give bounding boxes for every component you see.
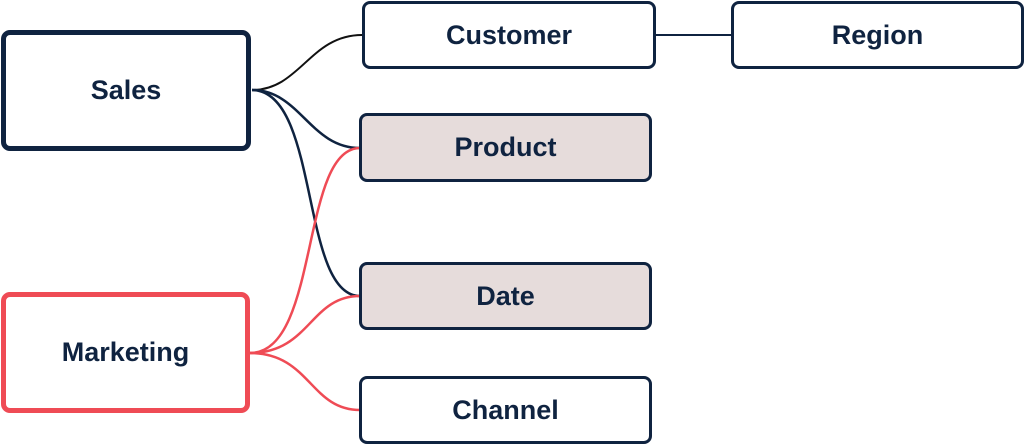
edge-marketing-date — [249, 294, 361, 355]
edge-sales-date — [251, 88, 361, 298]
node-product[interactable]: Product — [359, 113, 652, 182]
node-marketing[interactable]: Marketing — [1, 292, 250, 413]
node-label: Region — [831, 19, 924, 50]
node-label: Product — [454, 132, 557, 162]
node-channel[interactable]: Channel — [359, 376, 652, 444]
edge-marketing-channel — [249, 351, 361, 412]
node-label: Date — [476, 280, 535, 311]
node-label: Customer — [445, 19, 573, 50]
node-label: Marketing — [61, 337, 190, 367]
node-label: Channel — [452, 394, 559, 425]
node-date[interactable]: Date — [359, 262, 652, 330]
node-region[interactable]: Region — [731, 1, 1024, 69]
node-label: Sales — [90, 75, 162, 105]
node-customer[interactable]: Customer — [362, 1, 656, 69]
edge-sales-customer — [251, 34, 363, 91]
edge-sales-product — [251, 88, 361, 150]
node-sales[interactable]: Sales — [1, 30, 251, 151]
edge-marketing-product — [249, 146, 361, 355]
